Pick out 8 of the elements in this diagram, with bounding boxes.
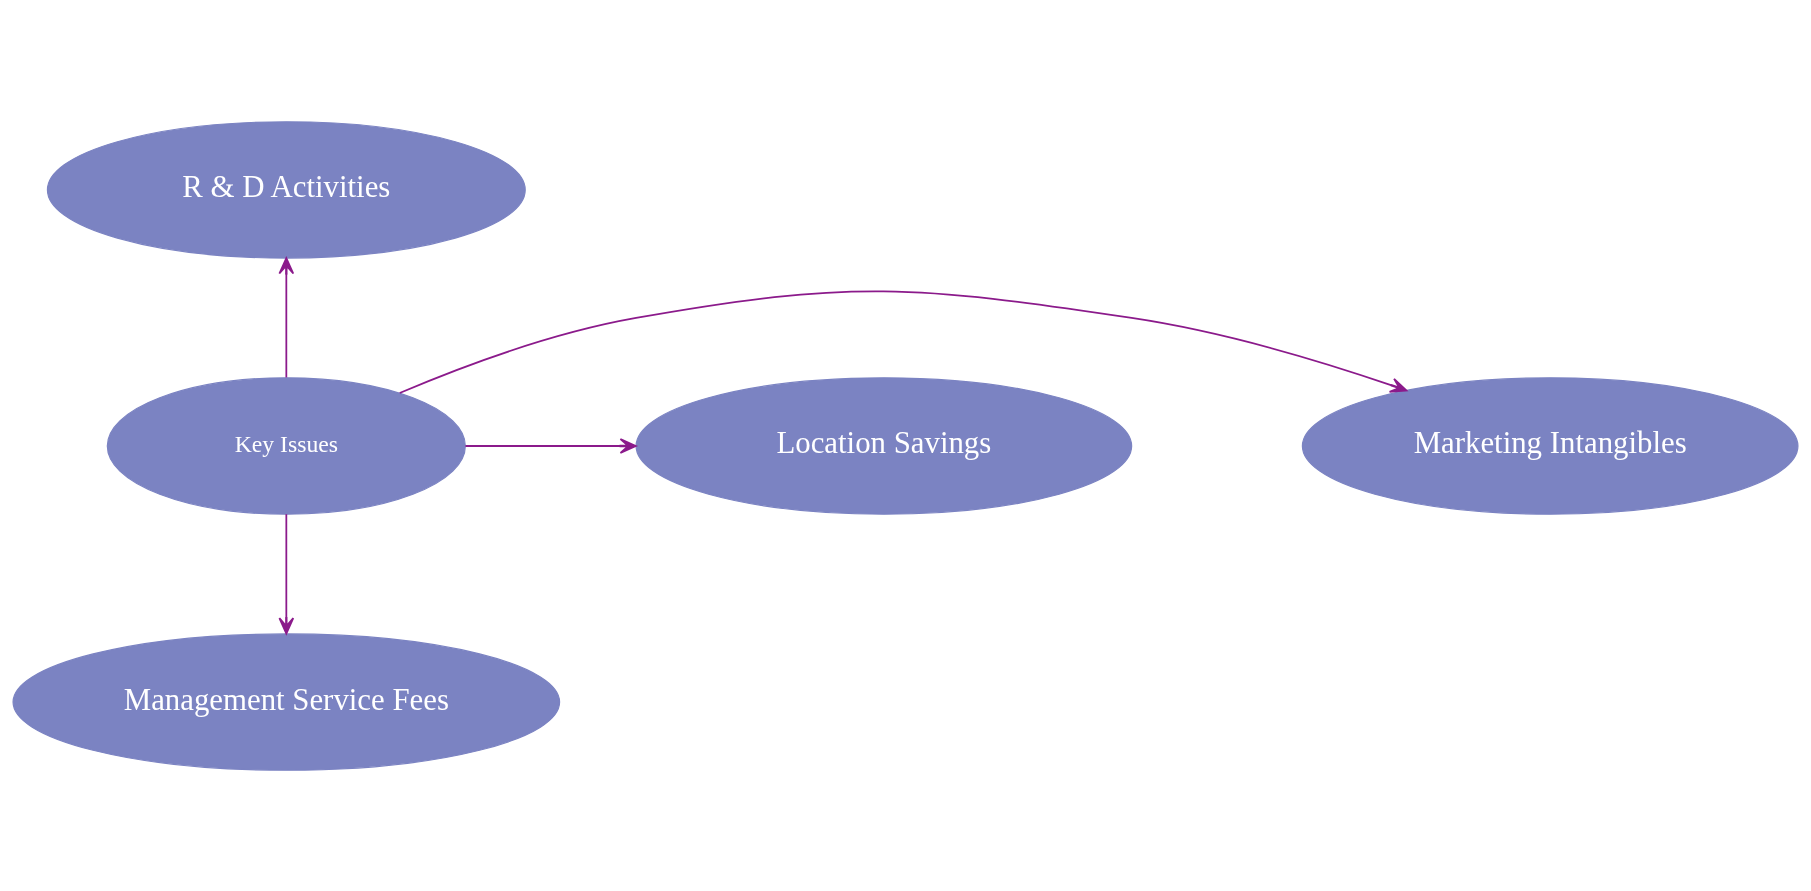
arrow [278, 256, 295, 378]
node-ellipse: R & D Activities [46, 120, 526, 259]
arrow [464, 437, 637, 454]
arrow [278, 512, 295, 634]
node-ellipse: Key Issues [106, 376, 466, 515]
node-ellipse: Management Service Fees [12, 632, 561, 771]
arrow [398, 289, 1408, 394]
node-ellipse: Location Savings [635, 376, 1133, 515]
